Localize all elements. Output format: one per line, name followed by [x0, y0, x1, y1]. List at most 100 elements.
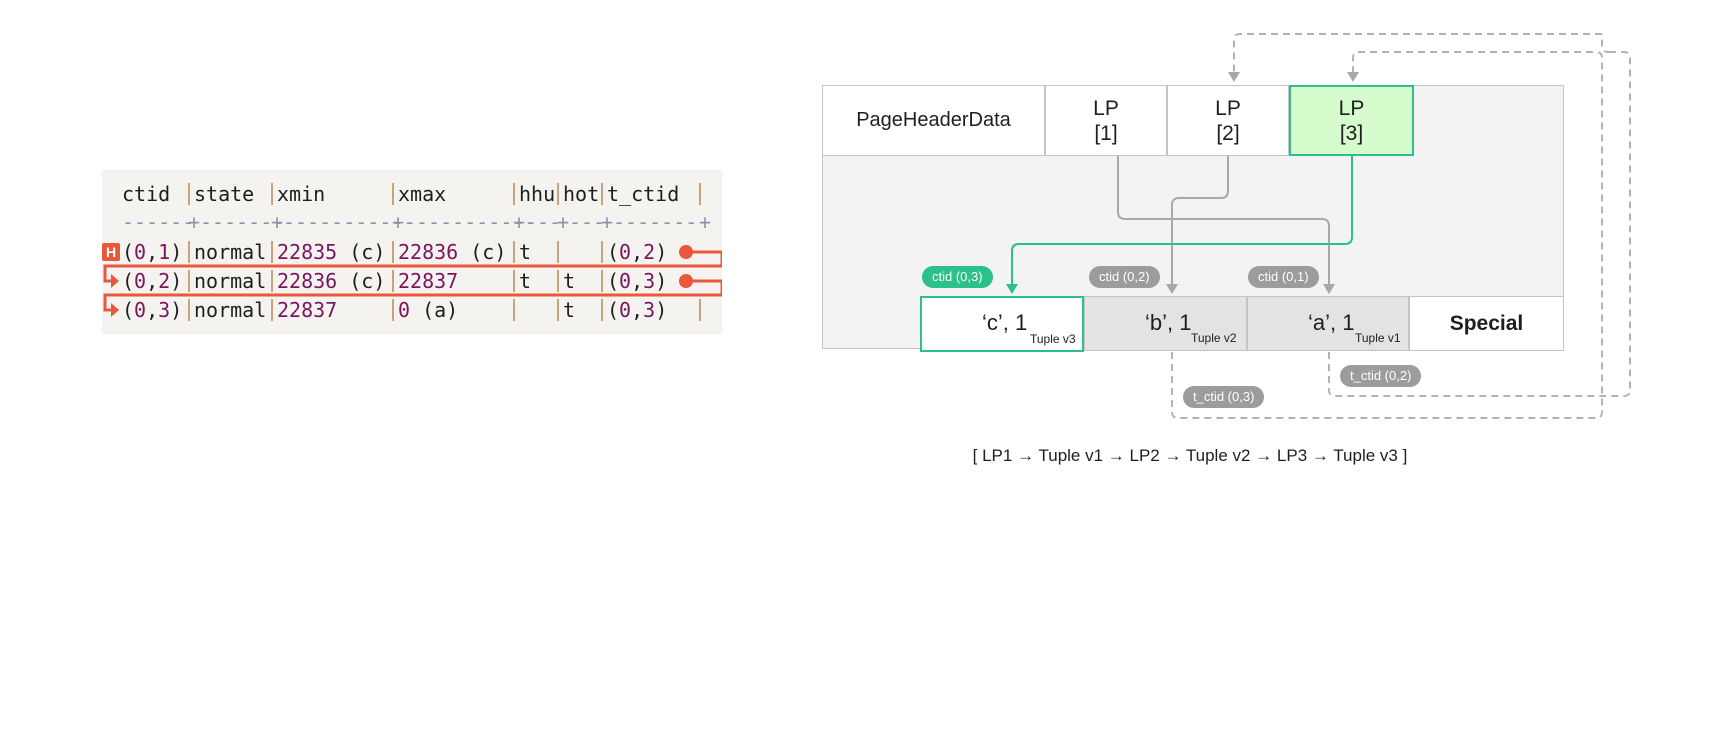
tuple-version-label: Tuple v2 — [1191, 331, 1237, 345]
chain-arrowhead — [111, 303, 119, 317]
column-separator — [188, 241, 190, 263]
page-header-data: PageHeaderData — [822, 85, 1045, 156]
line-pointer-1: LP [1] — [1045, 85, 1167, 156]
chain-link-1-to-2 — [103, 250, 722, 283]
divider-plus: + — [188, 210, 201, 234]
arrowhead — [1323, 284, 1335, 294]
divider-segment: --- — [525, 210, 562, 234]
column-separator — [271, 299, 273, 321]
psql-output: ctid state xmin xmax hhu hot t_ctid ----… — [102, 170, 722, 334]
column-separator — [188, 270, 190, 292]
divider-segment: --- — [569, 210, 606, 234]
t-ctid-tag: t_ctid (0,2) — [1340, 365, 1422, 387]
t-ctid-v1-to-lp2 — [1233, 33, 1602, 74]
hot-chain-caption: [ LP1 → Tuple v1 → LP2 → Tuple v2 → LP3 … — [972, 446, 1408, 465]
column-separator — [557, 183, 559, 205]
column-separator — [392, 183, 394, 205]
state-cell: normal — [194, 298, 267, 322]
col-xmax-header: xmax — [398, 182, 459, 206]
divider-plus: + — [513, 210, 526, 234]
column-separator — [271, 270, 273, 292]
ctid-tag: ctid (0,1) — [1248, 266, 1319, 288]
hot-chain-connectors — [103, 245, 722, 317]
col-state-header: state — [194, 182, 267, 206]
chain-start-dot — [679, 274, 693, 288]
special-label: Special — [1449, 312, 1524, 335]
column-separator — [601, 270, 603, 292]
chain-link-2-to-3 — [103, 279, 722, 312]
tuple-value: ‘a’, 1 — [1308, 310, 1355, 335]
table-row: (0,1) normal 22835 (c) 22836 (c) t (0,2) — [102, 238, 722, 266]
state-cell: normal — [194, 269, 267, 293]
divider-plus: + — [271, 210, 284, 234]
hot-cell: t — [563, 298, 576, 322]
column-separator — [271, 183, 273, 205]
tuple-version-label: Tuple v3 — [1030, 332, 1076, 346]
xmin-cell: 22835 (c) — [277, 240, 386, 264]
state-cell: normal — [194, 240, 267, 264]
t-ctid-cell: (0,3) — [607, 298, 668, 322]
ctid-cell: (0,3) — [122, 298, 183, 322]
column-separator — [513, 270, 515, 292]
col-hot-header: hot — [563, 182, 600, 206]
xmax-cell: 22836 (c) — [398, 240, 507, 264]
column-separator — [557, 299, 559, 321]
arrowhead — [1347, 72, 1359, 82]
col-ctid-header: ctid — [122, 182, 183, 206]
arrowhead — [1006, 284, 1018, 294]
column-separator — [601, 241, 603, 263]
divider-plus: + — [699, 210, 712, 234]
tuple-value: ‘c’, 1 — [982, 310, 1028, 335]
t-ctid-cell: (0,3) — [607, 269, 668, 293]
line-pointer-label: LP — [1215, 97, 1241, 120]
t-ctid-tag: t_ctid (0,3) — [1183, 386, 1265, 408]
divider-segment: ------- — [200, 210, 285, 234]
column-separator — [601, 299, 603, 321]
column-separator — [557, 270, 559, 292]
lp2-to-tuple-v2 — [1171, 156, 1229, 286]
tuple-value: ‘b’, 1 — [1145, 310, 1192, 335]
column-separator — [271, 241, 273, 263]
column-separator — [601, 183, 603, 205]
arrowhead — [1228, 72, 1240, 82]
line-pointer-2: LP [2] — [1167, 85, 1289, 156]
divider-segment: ------- — [613, 210, 698, 234]
ctid-cell: (0,2) — [122, 269, 183, 293]
tuple-v2: ‘b’, 1 Tuple v2 — [1084, 296, 1247, 351]
line-pointer-label: LP — [1093, 97, 1119, 120]
header-divider: ------ + ------- + ----------- + -------… — [102, 208, 722, 236]
tuple-v3: ‘c’, 1 Tuple v3 — [920, 296, 1084, 352]
chain-start-dot — [679, 245, 693, 259]
column-separator — [188, 183, 190, 205]
column-separator — [699, 183, 701, 205]
lp1-to-tuple-v1 — [1117, 156, 1330, 286]
t-ctid-cell: (0,2) — [607, 240, 668, 264]
line-pointer-label: LP — [1338, 97, 1365, 120]
col-hhu-header: hhu — [519, 182, 556, 206]
column-separator — [513, 241, 515, 263]
line-pointer-index: [3] — [1339, 122, 1364, 145]
pointer-connectors — [1006, 33, 1631, 419]
hhu-cell: t — [519, 269, 532, 293]
arrowhead — [1166, 284, 1178, 294]
chain-arrowhead — [111, 274, 119, 288]
xmin-cell: 22836 (c) — [277, 269, 386, 293]
xmin-cell: 22837 — [277, 298, 338, 322]
hot-cell: t — [563, 269, 576, 293]
page-header-label: PageHeaderData — [856, 109, 1011, 131]
hhu-cell: t — [519, 240, 532, 264]
t-ctid-v2-to-lp3 — [1171, 51, 1603, 419]
column-separator — [392, 270, 394, 292]
xmax-cell: 22837 — [398, 269, 459, 293]
line-pointer-3: LP [3] — [1289, 85, 1414, 156]
tuple-version-label: Tuple v1 — [1355, 331, 1401, 345]
t-ctid-v1-joint — [1601, 34, 1611, 53]
special-space: Special — [1409, 296, 1564, 351]
divider-plus: + — [601, 210, 614, 234]
table-row: (0,2) normal 22836 (c) 22837 t t (0,3) — [102, 267, 722, 295]
divider-segment: ------ — [122, 210, 195, 234]
table-row: (0,3) normal 22837 0 (a) t (0,3) — [102, 296, 722, 324]
column-separator — [392, 241, 394, 263]
divider-segment: ----------- — [283, 210, 416, 234]
line-pointer-index: [2] — [1216, 122, 1240, 145]
